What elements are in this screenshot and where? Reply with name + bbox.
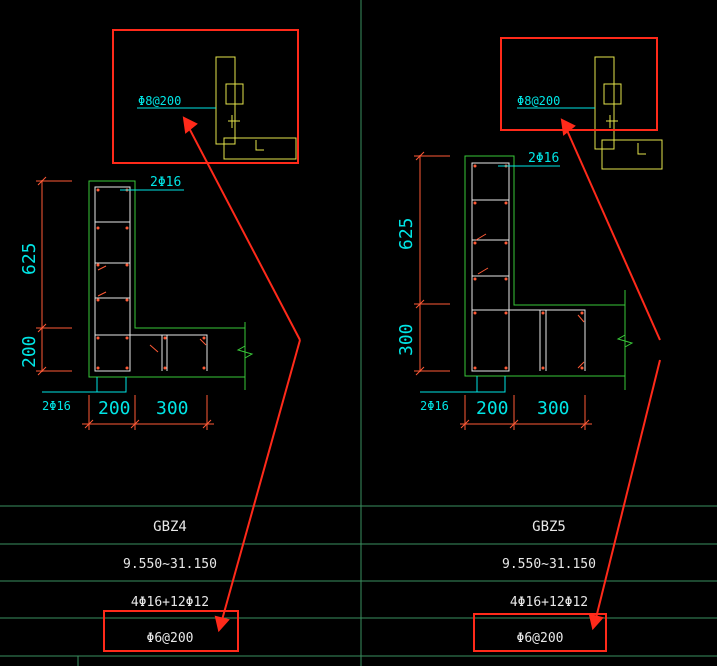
gbz5-dim-horizontal-left: 200: [476, 398, 509, 419]
gbz5-bar-label-bottom: 2Φ16: [420, 399, 449, 413]
gbz5-dim-horizontal-right: 300: [537, 398, 570, 419]
gbz4-longitudinal-bars: 4Φ16+12Φ12: [131, 595, 209, 610]
gbz4-dim-horizontal-left: 200: [98, 398, 131, 419]
gbz4-elevation: 9.550~31.150: [123, 557, 217, 572]
gbz4-dim-vertical-upper: 625: [19, 242, 40, 275]
gbz5-dim-vertical-upper: 625: [396, 217, 417, 250]
gbz4-dim-horizontal-right: 300: [156, 398, 189, 419]
column-gbz4-section: [36, 29, 301, 652]
gbz5-stirrups: Φ6@200: [517, 631, 564, 646]
gbz5-name: GBZ5: [532, 519, 566, 535]
gbz4-dim-vertical-lower: 200: [19, 335, 40, 368]
gbz4-bar-label-bottom: 2Φ16: [42, 399, 71, 413]
gbz5-bar-label-top: 2Φ16: [528, 151, 559, 166]
column-gbz5-section: [414, 37, 663, 652]
gbz5-longitudinal-bars: 4Φ16+12Φ12: [510, 595, 588, 610]
gbz4-name: GBZ4: [153, 519, 187, 535]
gbz5-callout-label: Φ8@200: [517, 94, 560, 108]
gbz4-bar-label-top: 2Φ16: [150, 175, 181, 190]
gbz5-elevation: 9.550~31.150: [502, 557, 596, 572]
gbz4-stirrups: Φ6@200: [147, 631, 194, 646]
gbz5-dim-vertical-lower: 300: [396, 323, 417, 356]
gbz4-callout-label: Φ8@200: [138, 94, 181, 108]
